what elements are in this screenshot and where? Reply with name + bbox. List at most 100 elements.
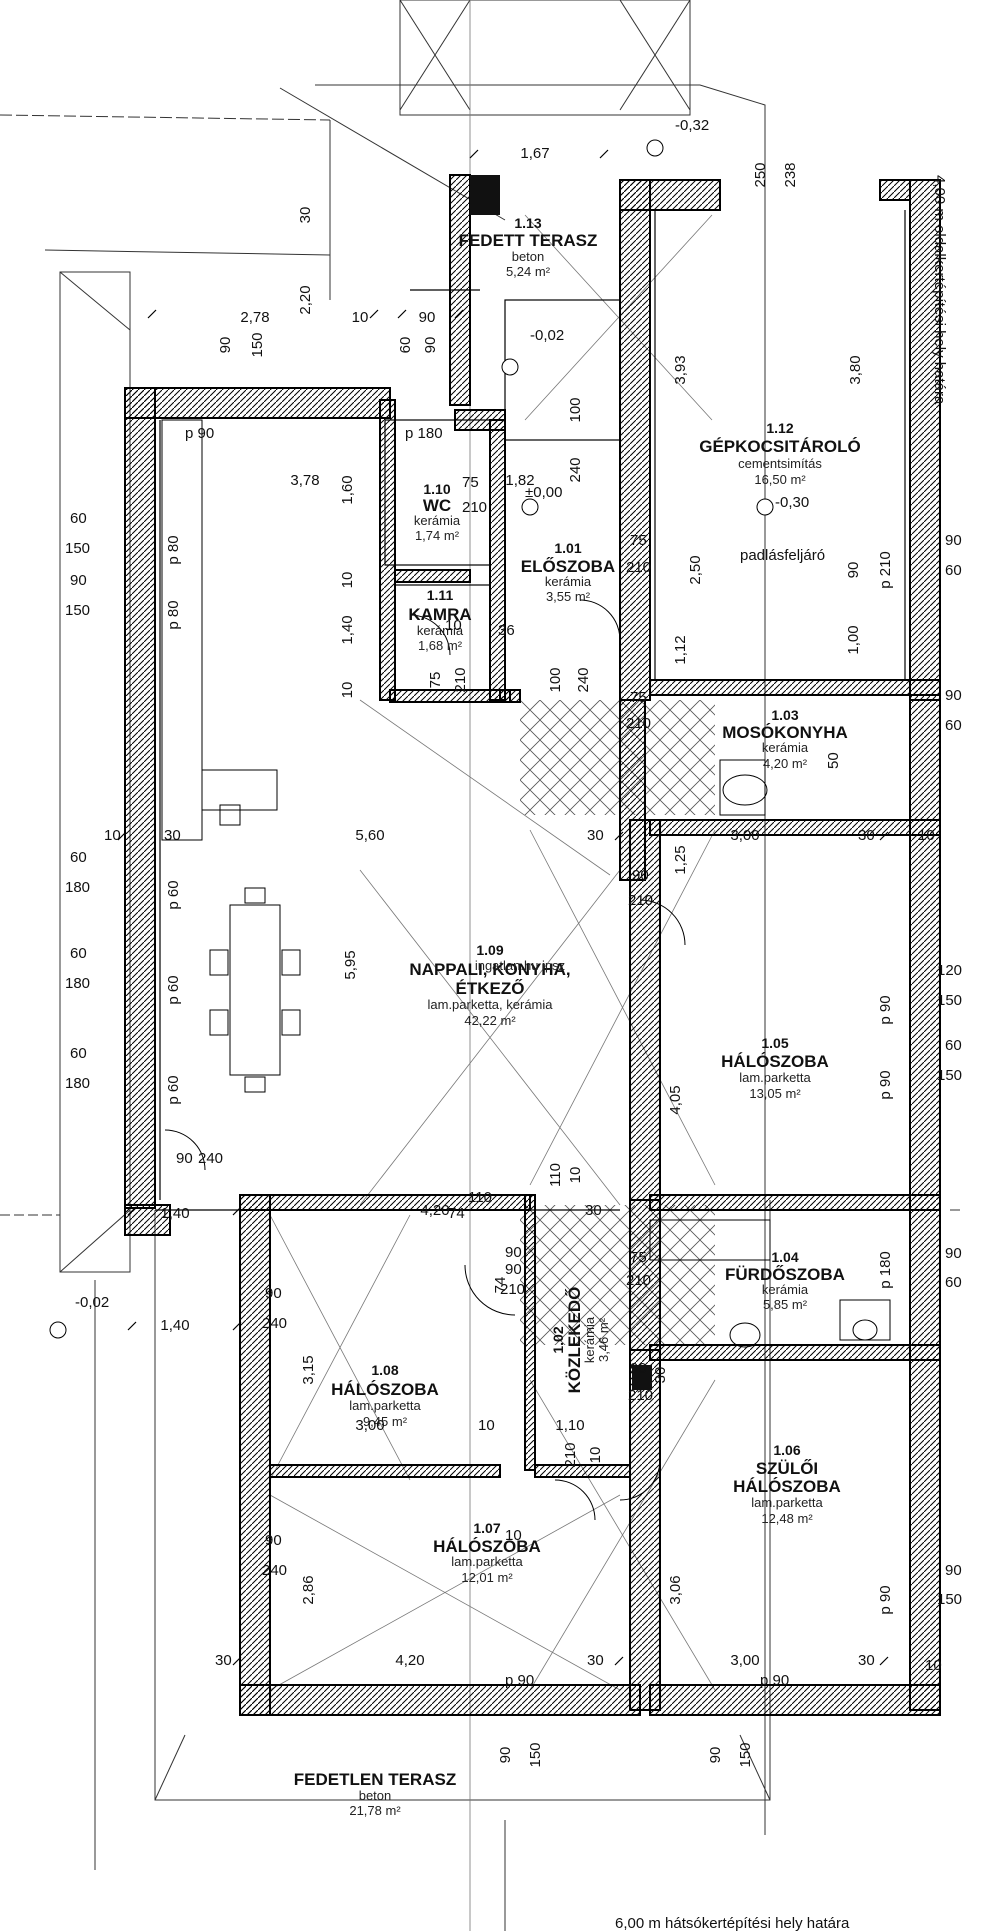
site-guides	[0, 0, 960, 1931]
svg-text:10: 10	[587, 1447, 604, 1464]
svg-text:p 90: p 90	[877, 1585, 894, 1614]
svg-text:beton: beton	[359, 1788, 392, 1803]
svg-text:KÖZLEKEDŐ: KÖZLEKEDŐ	[565, 1287, 584, 1394]
level-label: -0,32	[675, 117, 709, 134]
svg-text:10: 10	[918, 827, 935, 844]
svg-text:2,86: 2,86	[300, 1575, 317, 1604]
svg-text:90: 90	[265, 1285, 282, 1302]
svg-text:1,40: 1,40	[160, 1205, 189, 1222]
svg-text:150: 150	[527, 1742, 544, 1767]
svg-text:p 90: p 90	[877, 995, 894, 1024]
svg-text:ÉTKEZŐ: ÉTKEZŐ	[456, 979, 525, 998]
svg-text:1.04: 1.04	[771, 1249, 798, 1265]
svg-text:4,20: 4,20	[395, 1652, 424, 1669]
svg-text:90: 90	[422, 337, 439, 354]
svg-text:90: 90	[505, 1244, 522, 1261]
room-haloszoba-107: 1.07 HÁLÓSZOBA lam.parketta 12,01 m²	[433, 1520, 541, 1585]
svg-text:1.01: 1.01	[554, 540, 581, 556]
svg-text:150: 150	[737, 1742, 754, 1767]
svg-text:p 90: p 90	[185, 425, 214, 442]
svg-text:90: 90	[945, 532, 962, 549]
svg-text:p 210: p 210	[877, 551, 894, 589]
svg-text:3,15: 3,15	[300, 1355, 317, 1384]
svg-text:150: 150	[65, 540, 90, 557]
walls	[124, 174, 941, 1716]
svg-text:21,78 m²: 21,78 m²	[349, 1803, 401, 1818]
svg-text:74: 74	[492, 1277, 509, 1294]
svg-text:1,68 m²: 1,68 m²	[418, 638, 463, 653]
svg-text:kerámia: kerámia	[545, 574, 592, 589]
rear-boundary-label: 6,00 m hátsókertépítési hely határa	[615, 1915, 850, 1931]
svg-text:beton: beton	[512, 249, 545, 264]
svg-text:KAMRA: KAMRA	[408, 605, 471, 624]
svg-text:210: 210	[462, 499, 487, 516]
svg-text:60: 60	[945, 717, 962, 734]
svg-text:5,60: 5,60	[355, 827, 384, 844]
svg-text:2,78: 2,78	[240, 309, 269, 326]
svg-text:kerámia: kerámia	[582, 1316, 597, 1363]
svg-text:p 60: p 60	[165, 1075, 182, 1104]
svg-text:lam.parketta: lam.parketta	[751, 1495, 823, 1510]
svg-text:lam.parketta: lam.parketta	[349, 1398, 421, 1413]
svg-text:12,48 m²: 12,48 m²	[761, 1511, 813, 1526]
svg-text:150: 150	[937, 992, 962, 1009]
room-wc: 1.10 WC kerámia 1,74 m²	[414, 481, 461, 543]
svg-text:5,85 m²: 5,85 m²	[763, 1297, 808, 1312]
room-szuloi: 1.06 SZÜLŐI HÁLÓSZOBA lam.parketta 12,48…	[733, 1442, 841, 1526]
column-marker	[470, 175, 500, 215]
svg-text:16,50 m²: 16,50 m²	[754, 472, 806, 487]
room-gepkocsitarolo: 1.12 GÉPKOCSITÁROLÓ cementsimítás 16,50 …	[699, 420, 861, 487]
svg-text:210: 210	[628, 1387, 653, 1404]
svg-text:3,06: 3,06	[667, 1575, 684, 1604]
svg-text:p 90: p 90	[877, 1070, 894, 1099]
svg-text:110: 110	[468, 1189, 492, 1206]
svg-text:lam.parketta, kerámia: lam.parketta, kerámia	[428, 997, 554, 1012]
rotated-dimension-labels: 30 2,20 90 150 60 90 100 240 1,60 10 1,4…	[165, 162, 894, 1767]
svg-text:1.09: 1.09	[476, 942, 503, 958]
svg-text:HÁLÓSZOBA: HÁLÓSZOBA	[433, 1537, 541, 1556]
svg-text:250: 250	[752, 162, 769, 187]
svg-text:90: 90	[630, 1360, 647, 1377]
svg-text:3,78: 3,78	[290, 472, 319, 489]
svg-text:10: 10	[925, 1657, 942, 1674]
svg-text:30: 30	[297, 207, 314, 224]
room-haloszoba-108: 1.08 HÁLÓSZOBA lam.parketta 9,45 m²	[331, 1362, 439, 1429]
svg-text:60: 60	[945, 1274, 962, 1291]
svg-text:3,00: 3,00	[355, 1417, 384, 1434]
svg-text:90: 90	[632, 867, 649, 884]
svg-text:10: 10	[339, 572, 356, 589]
svg-text:1.10: 1.10	[423, 481, 450, 497]
svg-text:30: 30	[652, 1367, 669, 1384]
svg-text:kerámia: kerámia	[417, 623, 464, 638]
svg-text:60: 60	[70, 945, 87, 962]
svg-text:HÁLÓSZOBA: HÁLÓSZOBA	[721, 1052, 829, 1071]
svg-text:p 60: p 60	[165, 880, 182, 909]
dimension-ticks	[117, 149, 889, 1666]
dimension-labels: 1,67 2,78 10 90 3,78 1,82 5,60 3,00 4,20…	[65, 145, 962, 1689]
svg-text:75: 75	[630, 532, 647, 549]
svg-text:1.02: 1.02	[550, 1326, 566, 1353]
watermark: ingatlan.hu ipsz	[475, 958, 565, 973]
svg-text:p 90: p 90	[505, 1672, 534, 1689]
svg-text:10: 10	[339, 682, 356, 699]
svg-text:NAPPALI, KONYHA,: NAPPALI, KONYHA,	[409, 960, 570, 979]
attic-access-label: padlásfeljáró	[740, 547, 825, 564]
svg-text:10: 10	[505, 1527, 522, 1544]
svg-text:3,80: 3,80	[847, 355, 864, 384]
svg-text:FEDETT TERASZ: FEDETT TERASZ	[459, 231, 598, 250]
svg-text:90: 90	[497, 1747, 514, 1764]
svg-text:kerámia: kerámia	[414, 513, 461, 528]
svg-text:kerámia: kerámia	[762, 740, 809, 755]
svg-text:210: 210	[626, 1272, 651, 1289]
svg-text:3,00: 3,00	[730, 1652, 759, 1669]
svg-text:1.08: 1.08	[371, 1362, 398, 1378]
svg-text:1,25: 1,25	[672, 845, 689, 874]
room-haloszoba-105: 1.05 HÁLÓSZOBA lam.parketta 13,05 m²	[721, 1035, 829, 1101]
svg-text:3,55 m²: 3,55 m²	[546, 589, 591, 604]
svg-text:75: 75	[630, 689, 647, 706]
svg-text:1.06: 1.06	[773, 1442, 800, 1458]
svg-text:210: 210	[500, 1281, 525, 1298]
svg-text:p 90: p 90	[760, 1672, 789, 1689]
svg-text:240: 240	[262, 1562, 287, 1579]
svg-text:240: 240	[575, 667, 592, 692]
